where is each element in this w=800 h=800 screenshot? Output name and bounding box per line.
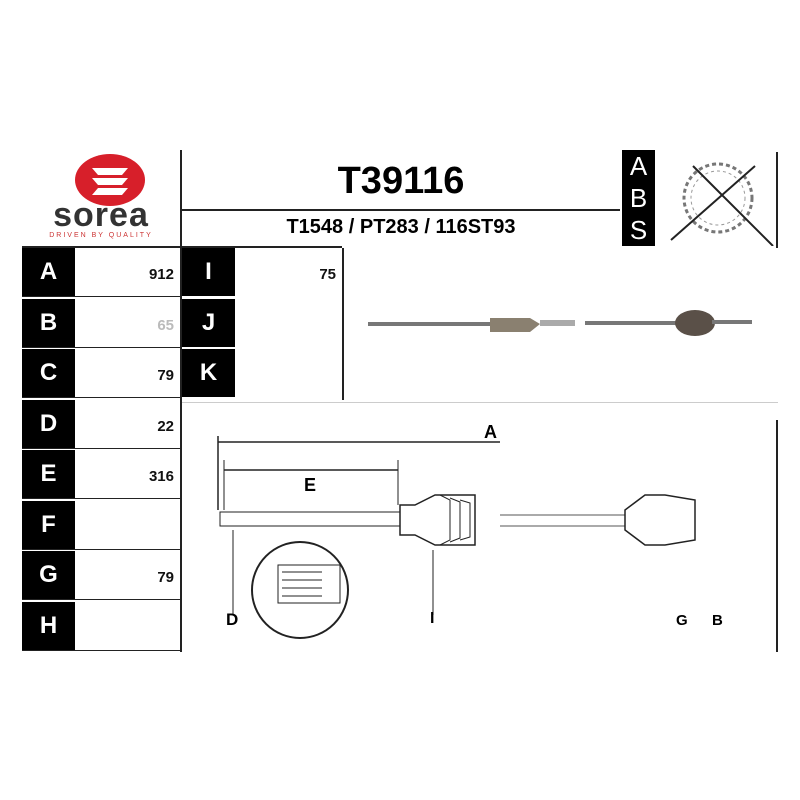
- dim-label: C: [22, 349, 75, 397]
- dim-label: H: [22, 601, 75, 650]
- row-divider: [22, 397, 180, 398]
- dim-label: D: [22, 399, 75, 448]
- row-divider: [22, 498, 180, 499]
- shaft-diagram: [217, 436, 696, 639]
- divider: [342, 248, 344, 400]
- dim-label: F: [22, 500, 75, 549]
- cross-references: T1548 / PT283 / 116ST93: [286, 216, 516, 238]
- diagram-label-i: I: [430, 610, 435, 627]
- row-divider: [22, 548, 180, 550]
- dim-label: G: [22, 551, 75, 599]
- divider: [776, 152, 778, 248]
- divider: [182, 209, 620, 211]
- abs-ring-crossed-icon: [670, 162, 774, 246]
- divider: [776, 420, 778, 652]
- brand-tagline: DRIVEN BY QUALITY: [49, 232, 153, 239]
- row-divider: [22, 447, 180, 449]
- dim-value: 75: [319, 266, 336, 283]
- dim-value: 79: [157, 367, 174, 384]
- product-photo: [368, 310, 752, 336]
- diagram-label-d: D: [226, 610, 239, 629]
- diagram-label-e: E: [304, 475, 317, 495]
- dim-label: I: [182, 248, 235, 296]
- divider: [180, 150, 182, 652]
- dim-value: 79: [157, 569, 174, 586]
- row-divider: [22, 599, 180, 600]
- row-divider: [22, 296, 180, 297]
- sorea-logo-icon: [75, 154, 145, 206]
- dim-label: J: [182, 298, 235, 347]
- part-number: T39116: [337, 160, 465, 202]
- dim-label: A: [22, 248, 75, 296]
- abs-indicator: A B S: [622, 150, 655, 246]
- abs-letter: B: [629, 183, 648, 213]
- dim-value: 65: [157, 316, 174, 334]
- abs-letter: S: [629, 215, 648, 245]
- dim-value: 912: [148, 266, 174, 283]
- brand-name: sorea: [53, 196, 149, 234]
- dim-value: 22: [157, 417, 174, 435]
- dim-label: B: [22, 298, 75, 347]
- divider: [22, 246, 342, 248]
- dim-value: 316: [148, 468, 174, 485]
- abs-letter: A: [629, 151, 648, 181]
- row-divider: [22, 649, 180, 651]
- divider: [182, 402, 778, 403]
- row-divider: [22, 346, 180, 348]
- diagram-label-b: B: [712, 612, 723, 629]
- diagram-label-g: G: [676, 612, 688, 629]
- brand-logo: sorea DRIVEN BY QUALITY: [22, 150, 180, 246]
- dim-label: E: [22, 450, 75, 498]
- diagram-label-a: A: [484, 422, 497, 442]
- dim-label: K: [182, 349, 235, 397]
